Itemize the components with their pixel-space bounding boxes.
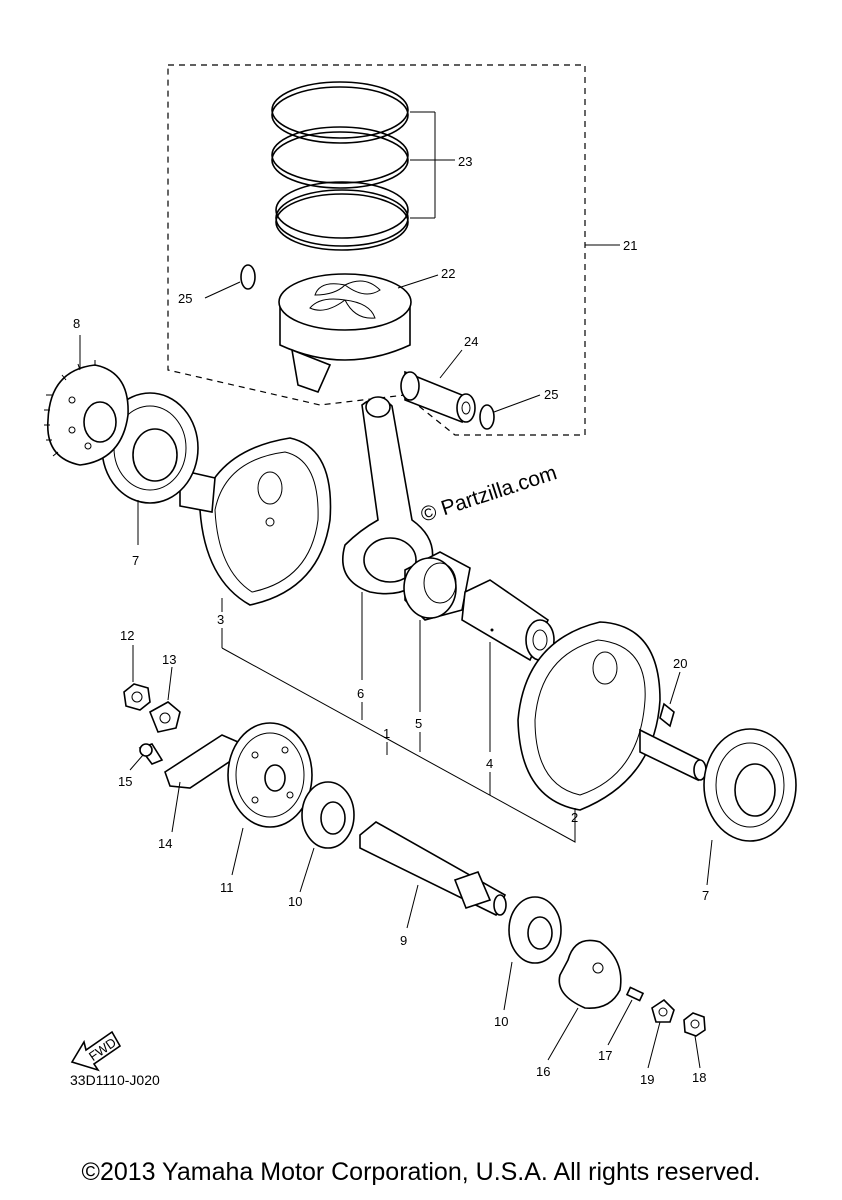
crankpin-needle-bearing[interactable]	[403, 551, 471, 621]
callout-3[interactable]: 3	[217, 612, 224, 627]
callout-8[interactable]: 8	[73, 316, 80, 331]
piston-pin[interactable]	[400, 370, 476, 424]
callout-18[interactable]: 18	[692, 1070, 706, 1085]
callout-20[interactable]: 20	[673, 656, 687, 671]
lock-washer-19[interactable]	[651, 998, 675, 1023]
balancer-weight[interactable]	[558, 939, 622, 1009]
callout-24[interactable]: 24	[464, 334, 478, 349]
callout-13[interactable]: 13	[162, 652, 176, 667]
callout-17[interactable]: 17	[598, 1048, 612, 1063]
callout-15[interactable]: 15	[118, 774, 132, 789]
callout-6[interactable]: 6	[357, 686, 364, 701]
callout-4[interactable]: 4	[486, 756, 493, 771]
callout-12[interactable]: 12	[120, 628, 134, 643]
piston-assembly-boundary	[167, 64, 586, 436]
part-callouts: 1 2 3 4 5 6 7 7 8 9 10 10 11 12 13 14 15…	[73, 154, 709, 1087]
callout-22[interactable]: 22	[441, 266, 455, 281]
bolt-15[interactable]	[138, 743, 164, 765]
piston-rings[interactable]	[271, 81, 409, 251]
callout-7-left[interactable]: 7	[132, 553, 139, 568]
callout-14[interactable]: 14	[158, 836, 172, 851]
callout-21[interactable]: 21	[623, 238, 637, 253]
callout-10-left[interactable]: 10	[288, 894, 302, 909]
callout-25-right[interactable]: 25	[544, 387, 558, 402]
balancer-bearing-left[interactable]	[301, 781, 355, 849]
callout-2[interactable]: 2	[571, 810, 578, 825]
balancer-shaft[interactable]	[359, 821, 507, 917]
balancer-drive-gear[interactable]	[227, 722, 313, 828]
copyright-notice: ©2013 Yamaha Motor Corporation, U.S.A. A…	[81, 1158, 761, 1186]
crankshaft-bearing-right[interactable]	[703, 728, 797, 842]
timing-gear[interactable]	[44, 360, 129, 466]
nut-12[interactable]	[123, 683, 151, 711]
callout-11[interactable]: 11	[220, 880, 234, 895]
callout-10-right[interactable]: 10	[494, 1014, 508, 1029]
piston-pin-clip-left[interactable]	[240, 264, 256, 290]
callout-19[interactable]: 19	[640, 1072, 654, 1087]
callout-5[interactable]: 5	[415, 716, 422, 731]
woodruff-key[interactable]	[659, 702, 675, 728]
piston[interactable]	[278, 273, 412, 393]
balancer-bearing-right[interactable]	[508, 896, 562, 964]
diagram-code: 33D1110-J020	[70, 1072, 160, 1088]
callout-16[interactable]: 16	[536, 1064, 550, 1079]
crank-pin[interactable]	[461, 579, 555, 662]
leader-lines	[79, 111, 713, 1069]
nut-18[interactable]	[683, 1012, 706, 1037]
balancer-plate-14[interactable]	[164, 734, 239, 789]
crankshaft-right[interactable]	[517, 621, 707, 811]
callout-25-left[interactable]: 25	[178, 291, 192, 306]
connecting-rod[interactable]	[341, 396, 434, 595]
fwd-arrow-icon: FWD	[70, 1030, 122, 1072]
piston-pin-clip-right[interactable]	[479, 404, 495, 430]
lock-washer-13[interactable]	[148, 701, 181, 733]
crankshaft-left[interactable]	[179, 437, 332, 606]
callout-7-right[interactable]: 7	[702, 888, 709, 903]
straight-key-17[interactable]	[625, 986, 645, 1002]
callout-23[interactable]: 23	[458, 154, 472, 169]
callout-1[interactable]: 1	[383, 726, 390, 741]
callout-9[interactable]: 9	[400, 933, 407, 948]
